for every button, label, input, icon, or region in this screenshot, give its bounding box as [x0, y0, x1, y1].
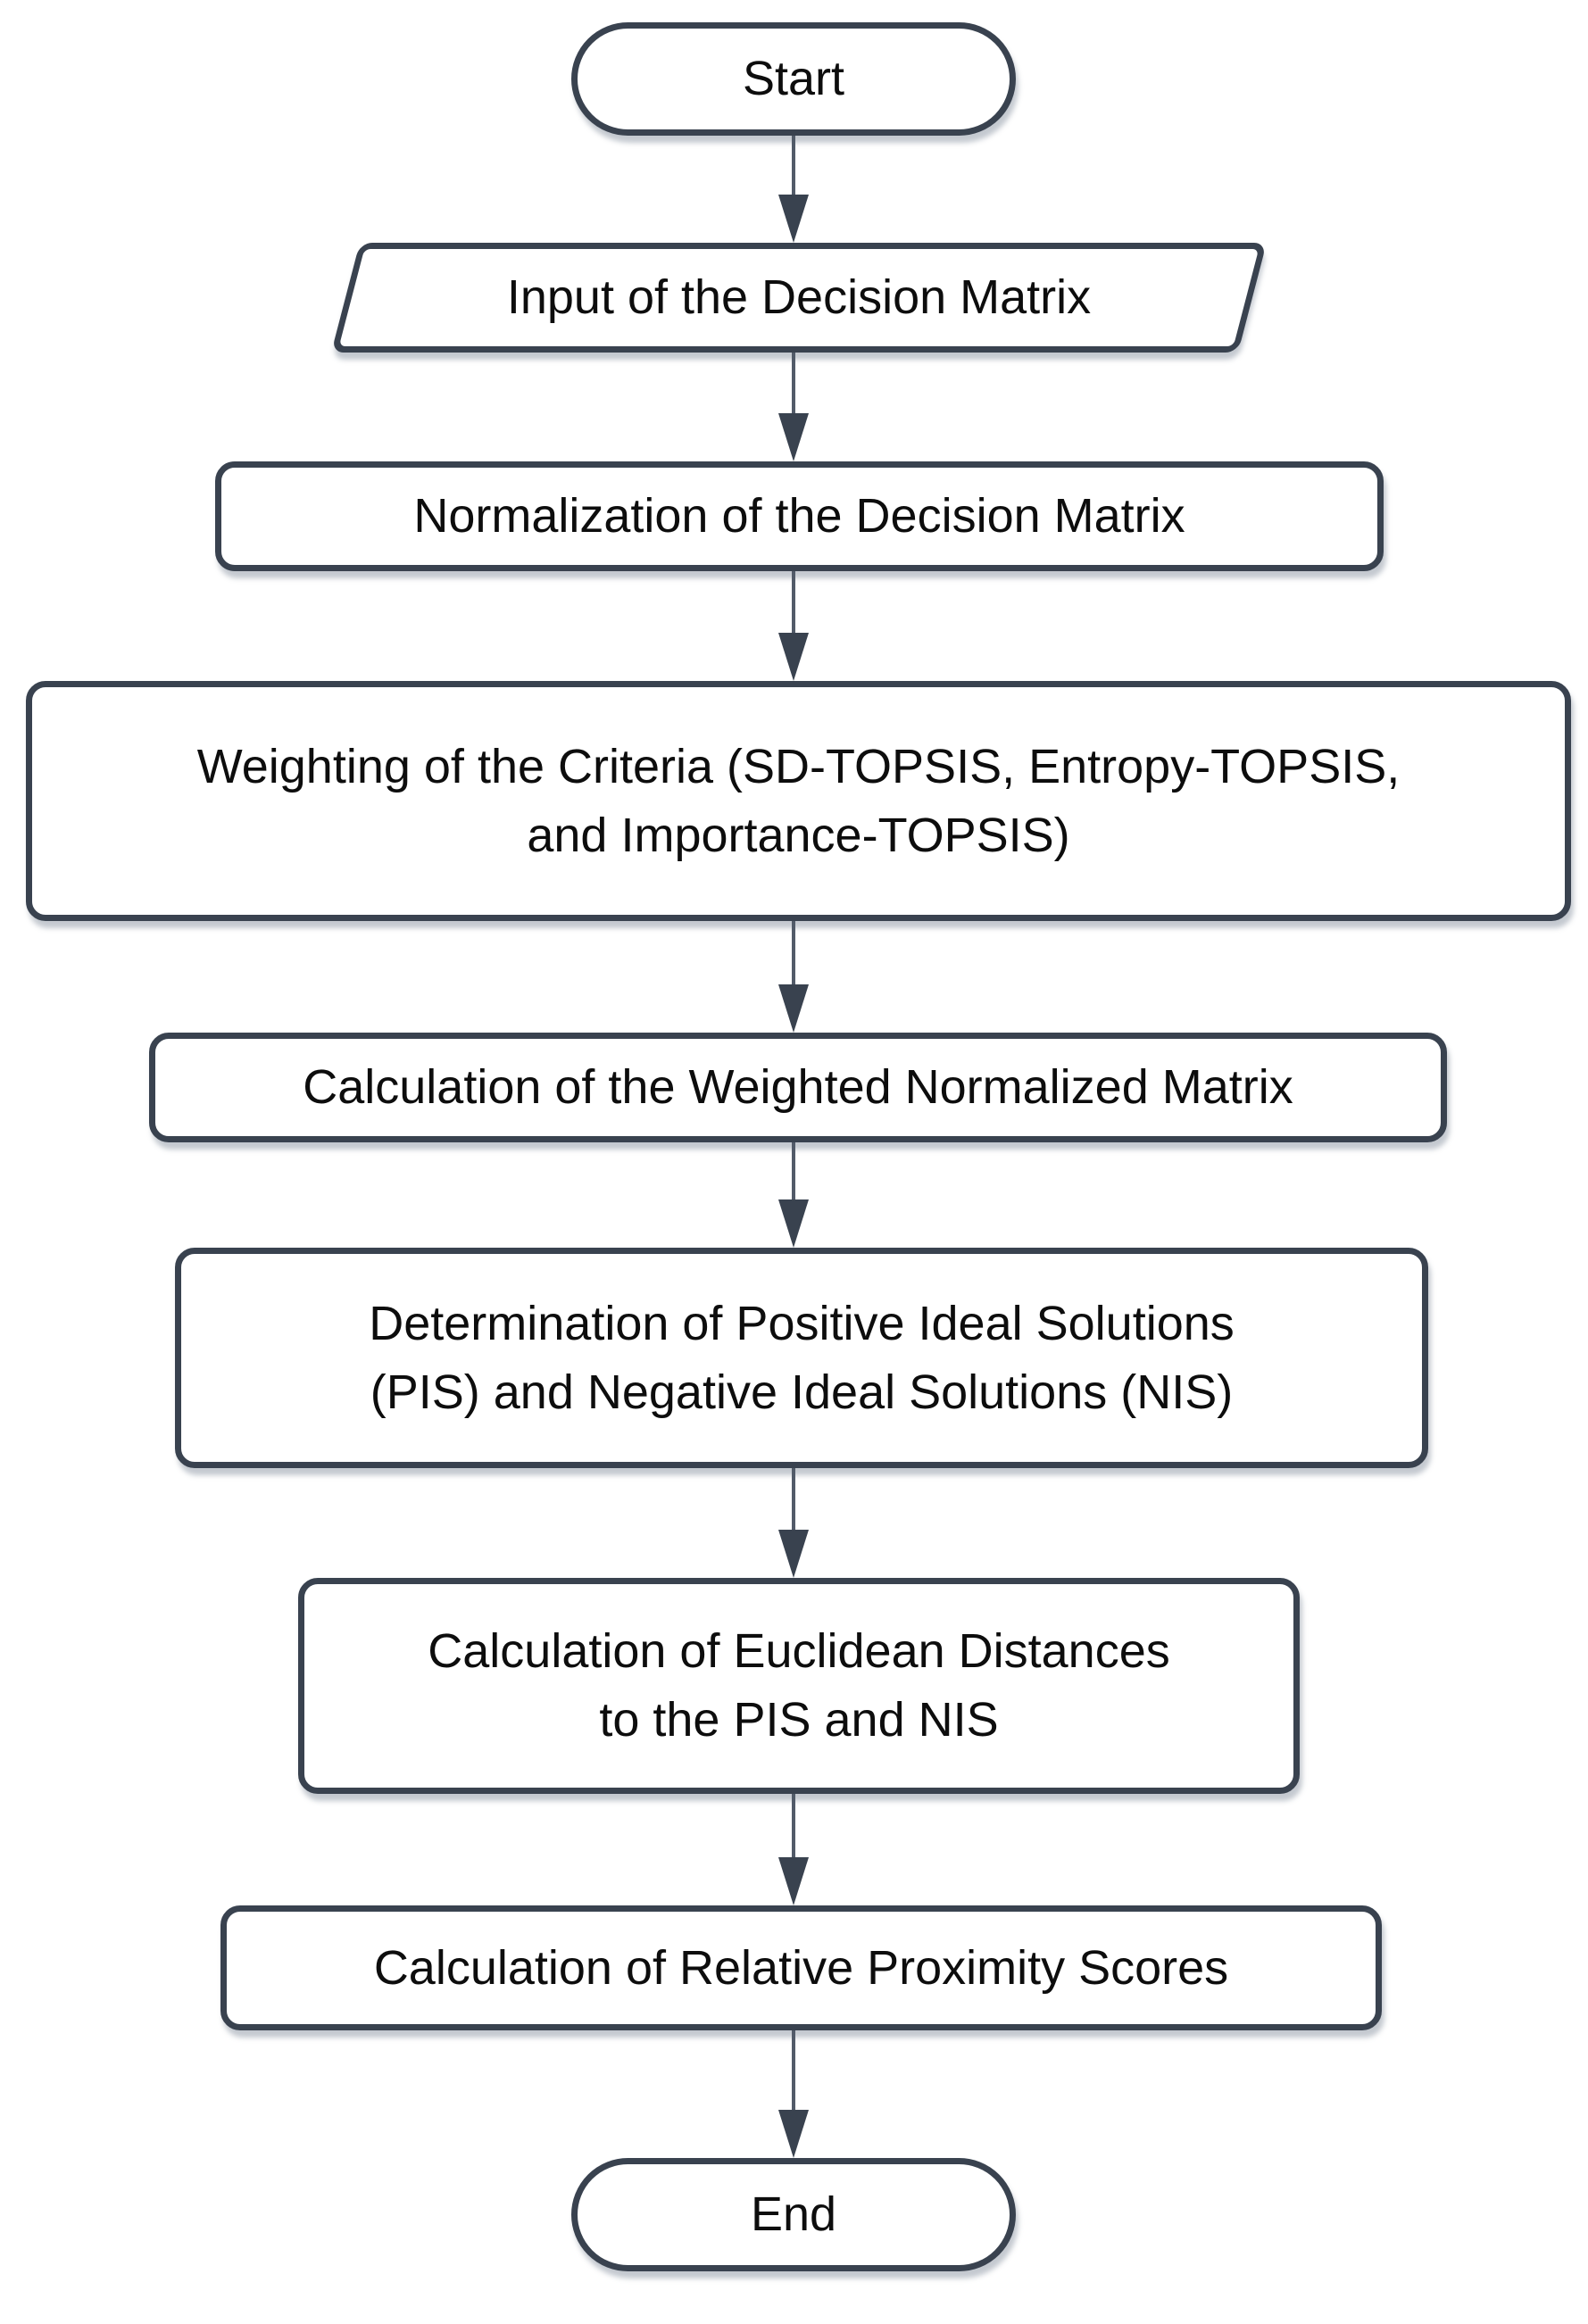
arrow-down-icon: [778, 1199, 809, 1248]
node-euclidean-distances-label: Calculation of Euclidean Distances to th…: [428, 1624, 1170, 1747]
flow-arrow: [776, 1468, 811, 1578]
flow-arrow: [776, 2030, 811, 2158]
node-end: End: [571, 2158, 1016, 2271]
arrow-stem: [792, 2030, 795, 2117]
arrow-stem: [792, 571, 795, 640]
flow-arrow: [776, 571, 811, 681]
node-start-label: Start: [742, 52, 845, 106]
node-relative-proximity-label: Calculation of Relative Proximity Scores: [373, 1940, 1229, 1995]
arrow-stem: [792, 353, 795, 420]
node-ideal-solutions: Determination of Positive Ideal Solution…: [175, 1248, 1428, 1468]
arrow-down-icon: [778, 1530, 809, 1578]
node-weighted-normalized-matrix-label: Calculation of the Weighted Normalized M…: [303, 1060, 1293, 1115]
arrow-down-icon: [778, 2110, 809, 2158]
arrow-down-icon: [778, 1857, 809, 1905]
node-relative-proximity: Calculation of Relative Proximity Scores: [220, 1905, 1382, 2030]
arrow-down-icon: [778, 984, 809, 1033]
node-normalization: Normalization of the Decision Matrix: [215, 461, 1384, 571]
node-ideal-solutions-label: Determination of Positive Ideal Solution…: [369, 1296, 1235, 1419]
node-start: Start: [571, 22, 1016, 136]
node-weighting-label: Weighting of the Criteria (SD-TOPSIS, En…: [196, 739, 1401, 862]
flow-arrow: [776, 353, 811, 461]
arrow-stem: [792, 921, 795, 992]
arrow-stem: [792, 136, 795, 202]
node-euclidean-distances: Calculation of Euclidean Distances to th…: [298, 1578, 1300, 1794]
node-weighted-normalized-matrix: Calculation of the Weighted Normalized M…: [149, 1033, 1447, 1142]
arrow-stem: [792, 1142, 795, 1207]
arrow-down-icon: [778, 633, 809, 681]
flow-arrow: [776, 1142, 811, 1248]
node-weighting: Weighting of the Criteria (SD-TOPSIS, En…: [26, 681, 1571, 921]
arrow-down-icon: [778, 195, 809, 243]
arrow-stem: [792, 1468, 795, 1537]
arrow-stem: [792, 1794, 795, 1864]
node-normalization-label: Normalization of the Decision Matrix: [413, 489, 1185, 544]
node-input-label: Input of the Decision Matrix: [506, 270, 1092, 325]
flow-arrow: [776, 921, 811, 1033]
node-input-decision-matrix: Input of the Decision Matrix: [330, 243, 1268, 353]
flow-arrow: [776, 136, 811, 243]
node-end-label: End: [750, 2187, 837, 2242]
flow-arrow: [776, 1794, 811, 1905]
arrow-down-icon: [778, 413, 809, 461]
